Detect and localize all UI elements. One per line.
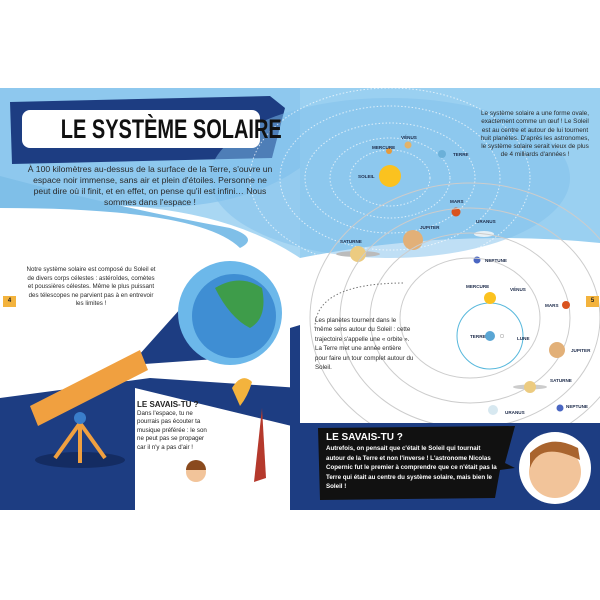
label-mars-2: MARS <box>545 303 559 308</box>
page-title-box: LE SYSTÈME SOLAIRE <box>22 110 282 148</box>
label-mercury-2: MERCURE <box>466 284 490 289</box>
fact-box-left: LE SAVAIS-TU ? Dans l'espace, tu ne pour… <box>137 400 213 452</box>
label-moon: LUNE <box>517 336 530 341</box>
label-uranus-2: URANUS <box>505 410 525 415</box>
intro-text: À 100 kilomètres au-dessus de la surface… <box>27 164 273 207</box>
label-saturn: SATURNE <box>340 239 362 244</box>
label-sun: SOLEIL <box>358 174 375 179</box>
label-jupiter: JUPITER <box>420 225 440 230</box>
page-number-right: 5 <box>586 296 599 307</box>
label-venus: VÉNUS <box>401 135 417 140</box>
label-earth: TERRE <box>453 152 469 157</box>
left-text: Notre système solaire est composé du Sol… <box>26 266 156 308</box>
label-saturn-2: SATURNE <box>550 378 572 383</box>
label-mars: MARS <box>450 199 464 204</box>
page-title: LE SYSTÈME SOLAIRE <box>60 114 282 144</box>
orbit-text: Les planètes tournent dans le même sens … <box>315 317 414 372</box>
fact-heading: LE SAVAIS-TU ? <box>137 400 199 409</box>
label-neptune-2: NEPTUNE <box>566 404 588 409</box>
label-earth-2: TERRE <box>470 334 486 339</box>
fact-body: Dans l'espace, tu ne pourrais pas écoute… <box>137 410 207 451</box>
label-uranus: URANUS <box>476 219 496 224</box>
book-spread: LE SYSTÈME SOLAIRE À 100 kilomètres au-d… <box>0 88 600 510</box>
label-mercury: MERCURE <box>372 145 396 150</box>
label-venus-2: VÉNUS <box>510 287 526 292</box>
oval-text: Le système solaire a une forme ovale, ex… <box>480 110 590 159</box>
fact-body: Autrefois, on pensait que c'était le Sol… <box>326 445 497 491</box>
page-number-left: 4 <box>3 296 16 307</box>
fact-box-right: LE SAVAIS-TU ? Autrefois, on pensait que… <box>326 431 498 492</box>
label-neptune: NEPTUNE <box>485 258 507 263</box>
label-jupiter-2: JUPITER <box>571 348 591 353</box>
fact-heading: LE SAVAIS-TU ? <box>326 432 403 443</box>
